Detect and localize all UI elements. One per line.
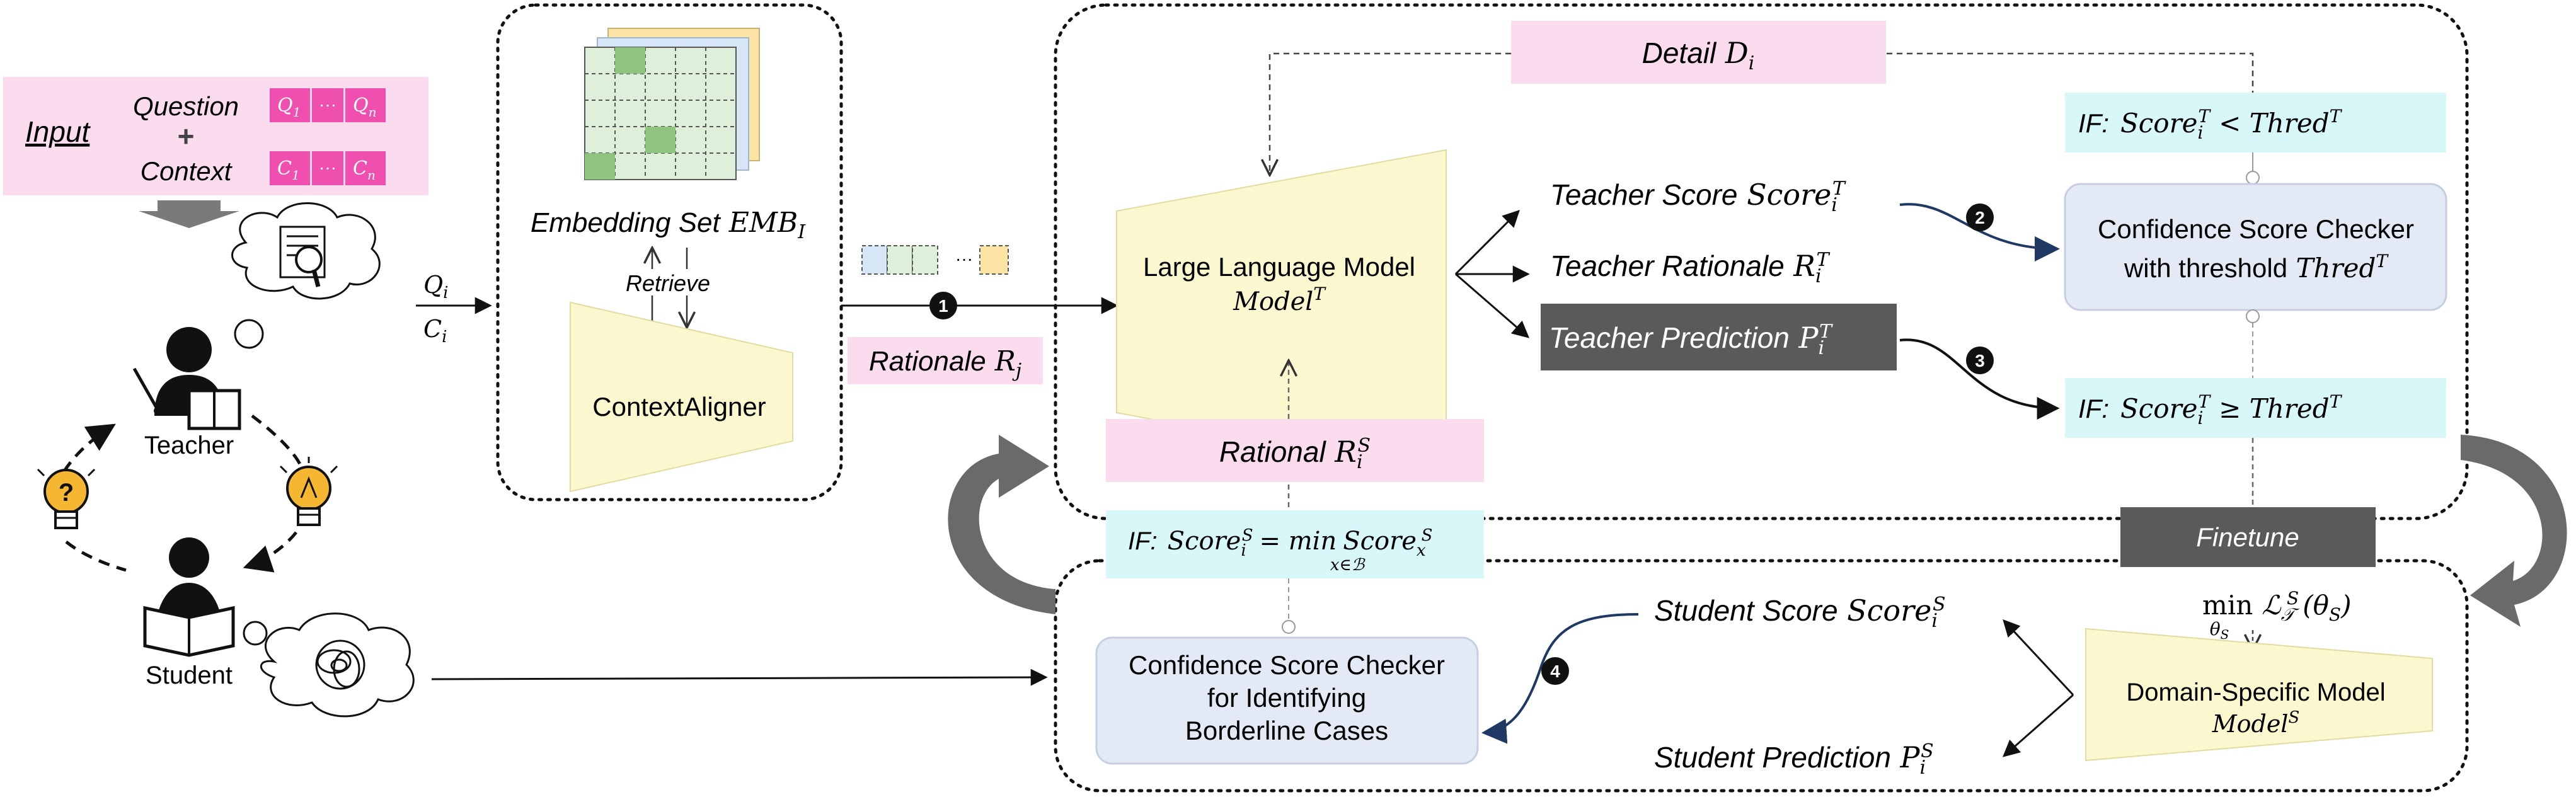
teacher-checker-line2: with threshold ThredT [2124, 251, 2389, 284]
input-label: Input [25, 115, 91, 148]
dsm-block [2085, 628, 2433, 762]
student-rationale-text: Rational RiS [1219, 435, 1371, 473]
q-last-token: Qn [353, 95, 377, 120]
dsm-title: Domain-Specific Model [2126, 679, 2385, 706]
document-search-icon [279, 226, 326, 287]
finetune-min-under: θS [2210, 619, 2229, 642]
teacher-score-text: Teacher Score ScoreiT [1550, 178, 1846, 216]
ci-label: Ci [423, 315, 447, 347]
teacher-label: Teacher [144, 432, 234, 459]
cycle-arrow-left-up [58, 423, 116, 480]
c-dots: ··· [319, 158, 336, 177]
svg-text:···: ··· [955, 249, 973, 268]
dsm-to-score-arrow [2003, 619, 2074, 696]
student-checker-line2: for Identifying [1207, 683, 1366, 713]
input-panel: Input Question + Context Q1 ··· Qn C1 ··… [3, 77, 428, 195]
context-aligner-block [570, 301, 793, 493]
teacher-confidence-checker [2064, 183, 2447, 311]
student-score-text: Student Score ScoreiS [1654, 593, 1946, 632]
detail-tag [1511, 21, 1886, 84]
finetune-tag [2120, 507, 2376, 567]
cycle-arrow-right-bottom [243, 531, 297, 573]
teacher-panel-border [1054, 3, 2469, 520]
teacher-rationale-text: Teacher Rationale RiT [1550, 249, 1831, 287]
llm-to-prediction-arrow [1455, 273, 1530, 338]
high-condition-text: IF:ScoreiT≥ ThredT [2078, 391, 2343, 428]
llm-title: Large Language Model [1143, 252, 1415, 282]
finetune-label: Finetune [2196, 522, 2299, 552]
idea-bulb-icon [279, 457, 338, 526]
cycle-arrow-right-down [251, 415, 304, 470]
rationale-tokens: ··· [861, 245, 1009, 275]
prediction-to-condition-arrow [1899, 338, 2060, 420]
llm-to-score-arrow [1454, 210, 1520, 275]
context-tokens: C1 ··· Cn [270, 151, 386, 185]
student-rationale-tag [1106, 419, 1484, 482]
teacher-checker-line1: Confidence Score Checker [2098, 214, 2414, 244]
embedding-grid-icon [584, 28, 760, 180]
question-bulb-icon: ? [37, 468, 96, 529]
teacher-icon [132, 327, 241, 430]
svg-text:1: 1 [938, 296, 948, 316]
c-last-token: Cn [353, 158, 376, 183]
detail-tag-text: Detail Di [1642, 36, 1755, 74]
question-tokens: Q1 ··· Qn [270, 88, 386, 122]
detail-loop-left [1270, 52, 1511, 175]
retrieve-label: Retrieve [626, 270, 710, 296]
input-down-arrow [139, 200, 239, 228]
student-checker-line3: Borderline Cases [1185, 716, 1388, 745]
context-aligner-panel: Embedding Set EMBI Retrieve ContextAlign… [496, 3, 843, 502]
context-label: Context [141, 156, 233, 186]
rationale-tag-text: Rationale Rj [869, 345, 1021, 382]
step-1-badge: 1 [929, 292, 957, 319]
svg-text:4: 4 [1550, 662, 1560, 681]
teacher-thought-cloud [231, 202, 381, 349]
qi-label: Qi [423, 271, 448, 302]
right-loop-arrow [2461, 435, 2567, 627]
cycle-arrow-left-bottom [65, 541, 127, 572]
student-to-checker-arrow [431, 668, 1048, 686]
student-checker-line1: Confidence Score Checker [1129, 650, 1445, 680]
step-4-badge: 4 [1541, 657, 1569, 685]
teacher-prediction-text: Teacher Prediction PiT [1549, 321, 1833, 359]
tangled-thought-icon [315, 639, 365, 690]
dsm-to-prediction-arrow [2002, 694, 2074, 757]
student-panel-border [1054, 559, 2469, 793]
low-condition-text: IF:ScoreiT< ThredT [2078, 106, 2343, 143]
step-3-badge: 3 [1966, 347, 1994, 374]
rationale-tag [848, 337, 1043, 384]
context-aligner-label: ContextAligner [592, 392, 766, 421]
dsm-symbol: ModelS [2212, 708, 2300, 738]
student-thought-cloud [243, 612, 415, 718]
step-2-badge: 2 [1966, 204, 1994, 231]
plus-sign: + [178, 120, 195, 152]
q-first-token: Q1 [277, 95, 301, 120]
high-confidence-condition [2065, 378, 2446, 438]
student-label: Student [146, 662, 233, 689]
student-icon [143, 537, 235, 657]
teacher-student-cycle: Teacher ? [37, 327, 338, 689]
student-prediction-text: Student Prediction PiS [1654, 740, 1934, 779]
min-subscript: x∈ℬ [1330, 556, 1366, 575]
c-first-token: C1 [277, 158, 300, 183]
question-label: Question [133, 91, 239, 121]
score-to-student-checker-arrow [1481, 613, 1639, 744]
teacher-prediction-box [1541, 304, 1897, 370]
q-dots: ··· [319, 95, 336, 114]
student-confidence-checker [1095, 636, 1479, 765]
low-confidence-condition [2065, 93, 2446, 152]
svg-text:?: ? [59, 479, 74, 507]
svg-text:3: 3 [1975, 351, 1985, 370]
svg-text:2: 2 [1975, 208, 1985, 227]
llm-symbol: ModelT [1233, 284, 1326, 316]
left-loop-arrow [948, 435, 1055, 614]
embedding-set-label: Embedding Set EMBI [531, 207, 806, 243]
score-to-checker-arrow [1899, 203, 2060, 261]
borderline-condition [1106, 510, 1484, 578]
